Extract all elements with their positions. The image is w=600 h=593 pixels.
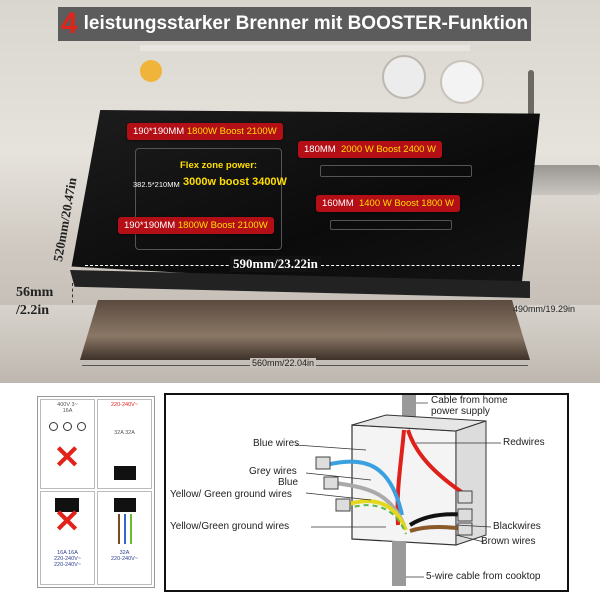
cross-icon: ✕ — [53, 503, 81, 539]
flex-zone-outline — [135, 148, 282, 250]
height-dimension-in: /2.2in — [16, 303, 50, 318]
connector — [315, 456, 331, 470]
flex-size: 382.5*210MM — [133, 180, 180, 189]
option-label: 220-240V~ — [110, 402, 139, 408]
option-label: 32A 220-240V~ — [110, 550, 139, 562]
label-yellow-green-2: Yellow/Green ground wires — [170, 521, 290, 532]
option-cell-3: ✕ 16A 16A 220-240V~ 220-240V~ — [40, 491, 95, 585]
flex-title: Flex zone power: — [180, 160, 258, 171]
zone-tag-top-left: 190*190MM 1800W Boost 2100W — [127, 123, 283, 140]
terminal-block — [114, 466, 136, 480]
label-red-wires: Redwires — [503, 437, 545, 448]
zone-size: 190*190MM — [124, 220, 176, 231]
wire-yellow-green — [345, 499, 408, 531]
zone-outline-right-bottom — [330, 220, 452, 230]
headline-banner: 4 leistungsstarker Brenner mit BOOSTER-F… — [58, 7, 531, 41]
option-cell-4: 32A 220-240V~ — [97, 491, 152, 585]
connection-options-diagram: 400V 3~ 16A ✕ 220-240V~ 32A 32A ✕ 16A 16… — [37, 396, 155, 588]
wire-brown — [118, 514, 120, 544]
height-dimension-mm: 56mm — [16, 285, 54, 300]
zone-boost: 2100W — [237, 220, 268, 231]
zone-size: 180MM — [304, 144, 336, 155]
wire-blue — [325, 459, 404, 516]
banner-text: leistungsstarker Brenner mit BOOSTER-Fun… — [83, 13, 529, 34]
cutout-depth-dimension: 490mm/19.29in — [513, 304, 576, 314]
terminal-block — [55, 498, 79, 512]
terminal — [77, 422, 86, 431]
cutout-cabinet — [80, 300, 530, 360]
width-dimension: 590mm/23.22in — [230, 256, 321, 272]
flex-power: 3000w boost 3400W — [183, 176, 287, 188]
zone-power: 1400 W Boost 1800 W — [358, 198, 455, 209]
wire-blue — [124, 514, 126, 544]
option-amps: 32A 32A — [114, 430, 135, 436]
junction-box-drawing — [295, 395, 501, 586]
label-black-wires: Blackwires — [493, 521, 541, 532]
terminal — [49, 422, 58, 431]
zone-boost: 2100W — [246, 126, 277, 137]
zone-power: 1800W Boost — [177, 220, 235, 231]
zone-tag-top-right: 180MM 2000 W Boost 2400 W — [298, 141, 443, 158]
height-dashline — [72, 283, 74, 303]
label-brown-wires: Brown wires — [481, 536, 536, 547]
zone-outline-right-top — [320, 165, 472, 177]
wiring-diagram: Cable from home power supply Redwires Bl… — [164, 393, 569, 592]
option-label: 400V 3~ 16A — [57, 402, 78, 414]
terminal — [63, 422, 72, 431]
hanging-strainer — [440, 60, 484, 104]
label-yellow-green-1: Yellow/ Green ground wires — [170, 489, 292, 500]
product-photo — [0, 0, 600, 383]
connector — [457, 508, 473, 522]
wire-yellow-green-stripe — [345, 504, 407, 535]
wire-red-2 — [406, 429, 468, 497]
banner-number: 4 — [60, 7, 78, 40]
flex-zone-label: Flex zone power: — [180, 160, 257, 171]
connector — [323, 476, 339, 490]
option-cell-1: 400V 3~ 16A ✕ — [40, 399, 95, 489]
label-cable-cooktop: 5-wire cable from cooktop — [426, 571, 541, 582]
terminal-block — [114, 498, 136, 512]
lemon-decor — [140, 60, 162, 82]
zone-size: 160MM — [322, 198, 354, 209]
cross-icon: ✕ — [53, 439, 81, 475]
zone-size: 190*190MM — [133, 126, 185, 137]
zone-power: 2000 W Boost 2400 W — [340, 144, 437, 155]
kitchen-rail — [140, 45, 470, 51]
label-blue-2: Blue — [278, 477, 299, 488]
zone-power: 1800W Boost — [186, 126, 244, 137]
label-cable-home: Cable from home power supply — [431, 395, 508, 417]
cooktop-cable — [392, 541, 406, 586]
cutout-width-dimension: 560mm/22.04in — [250, 358, 317, 368]
hanging-pan — [382, 55, 426, 99]
option-label: 16A 16A 220-240V~ 220-240V~ — [53, 550, 82, 568]
wire-green — [130, 514, 132, 544]
connector — [457, 490, 473, 504]
label-grey-wires: Grey wires — [249, 466, 297, 477]
connector — [457, 522, 473, 536]
zone-tag-bottom-left: 190*190MM 1800W Boost 2100W — [118, 217, 274, 234]
connector — [335, 498, 351, 512]
label-blue-wires: Blue wires — [253, 438, 300, 449]
zone-tag-bottom-right: 160MM 1400 W Boost 1800 W — [316, 195, 461, 212]
option-cell-2: 220-240V~ 32A 32A — [97, 399, 152, 489]
